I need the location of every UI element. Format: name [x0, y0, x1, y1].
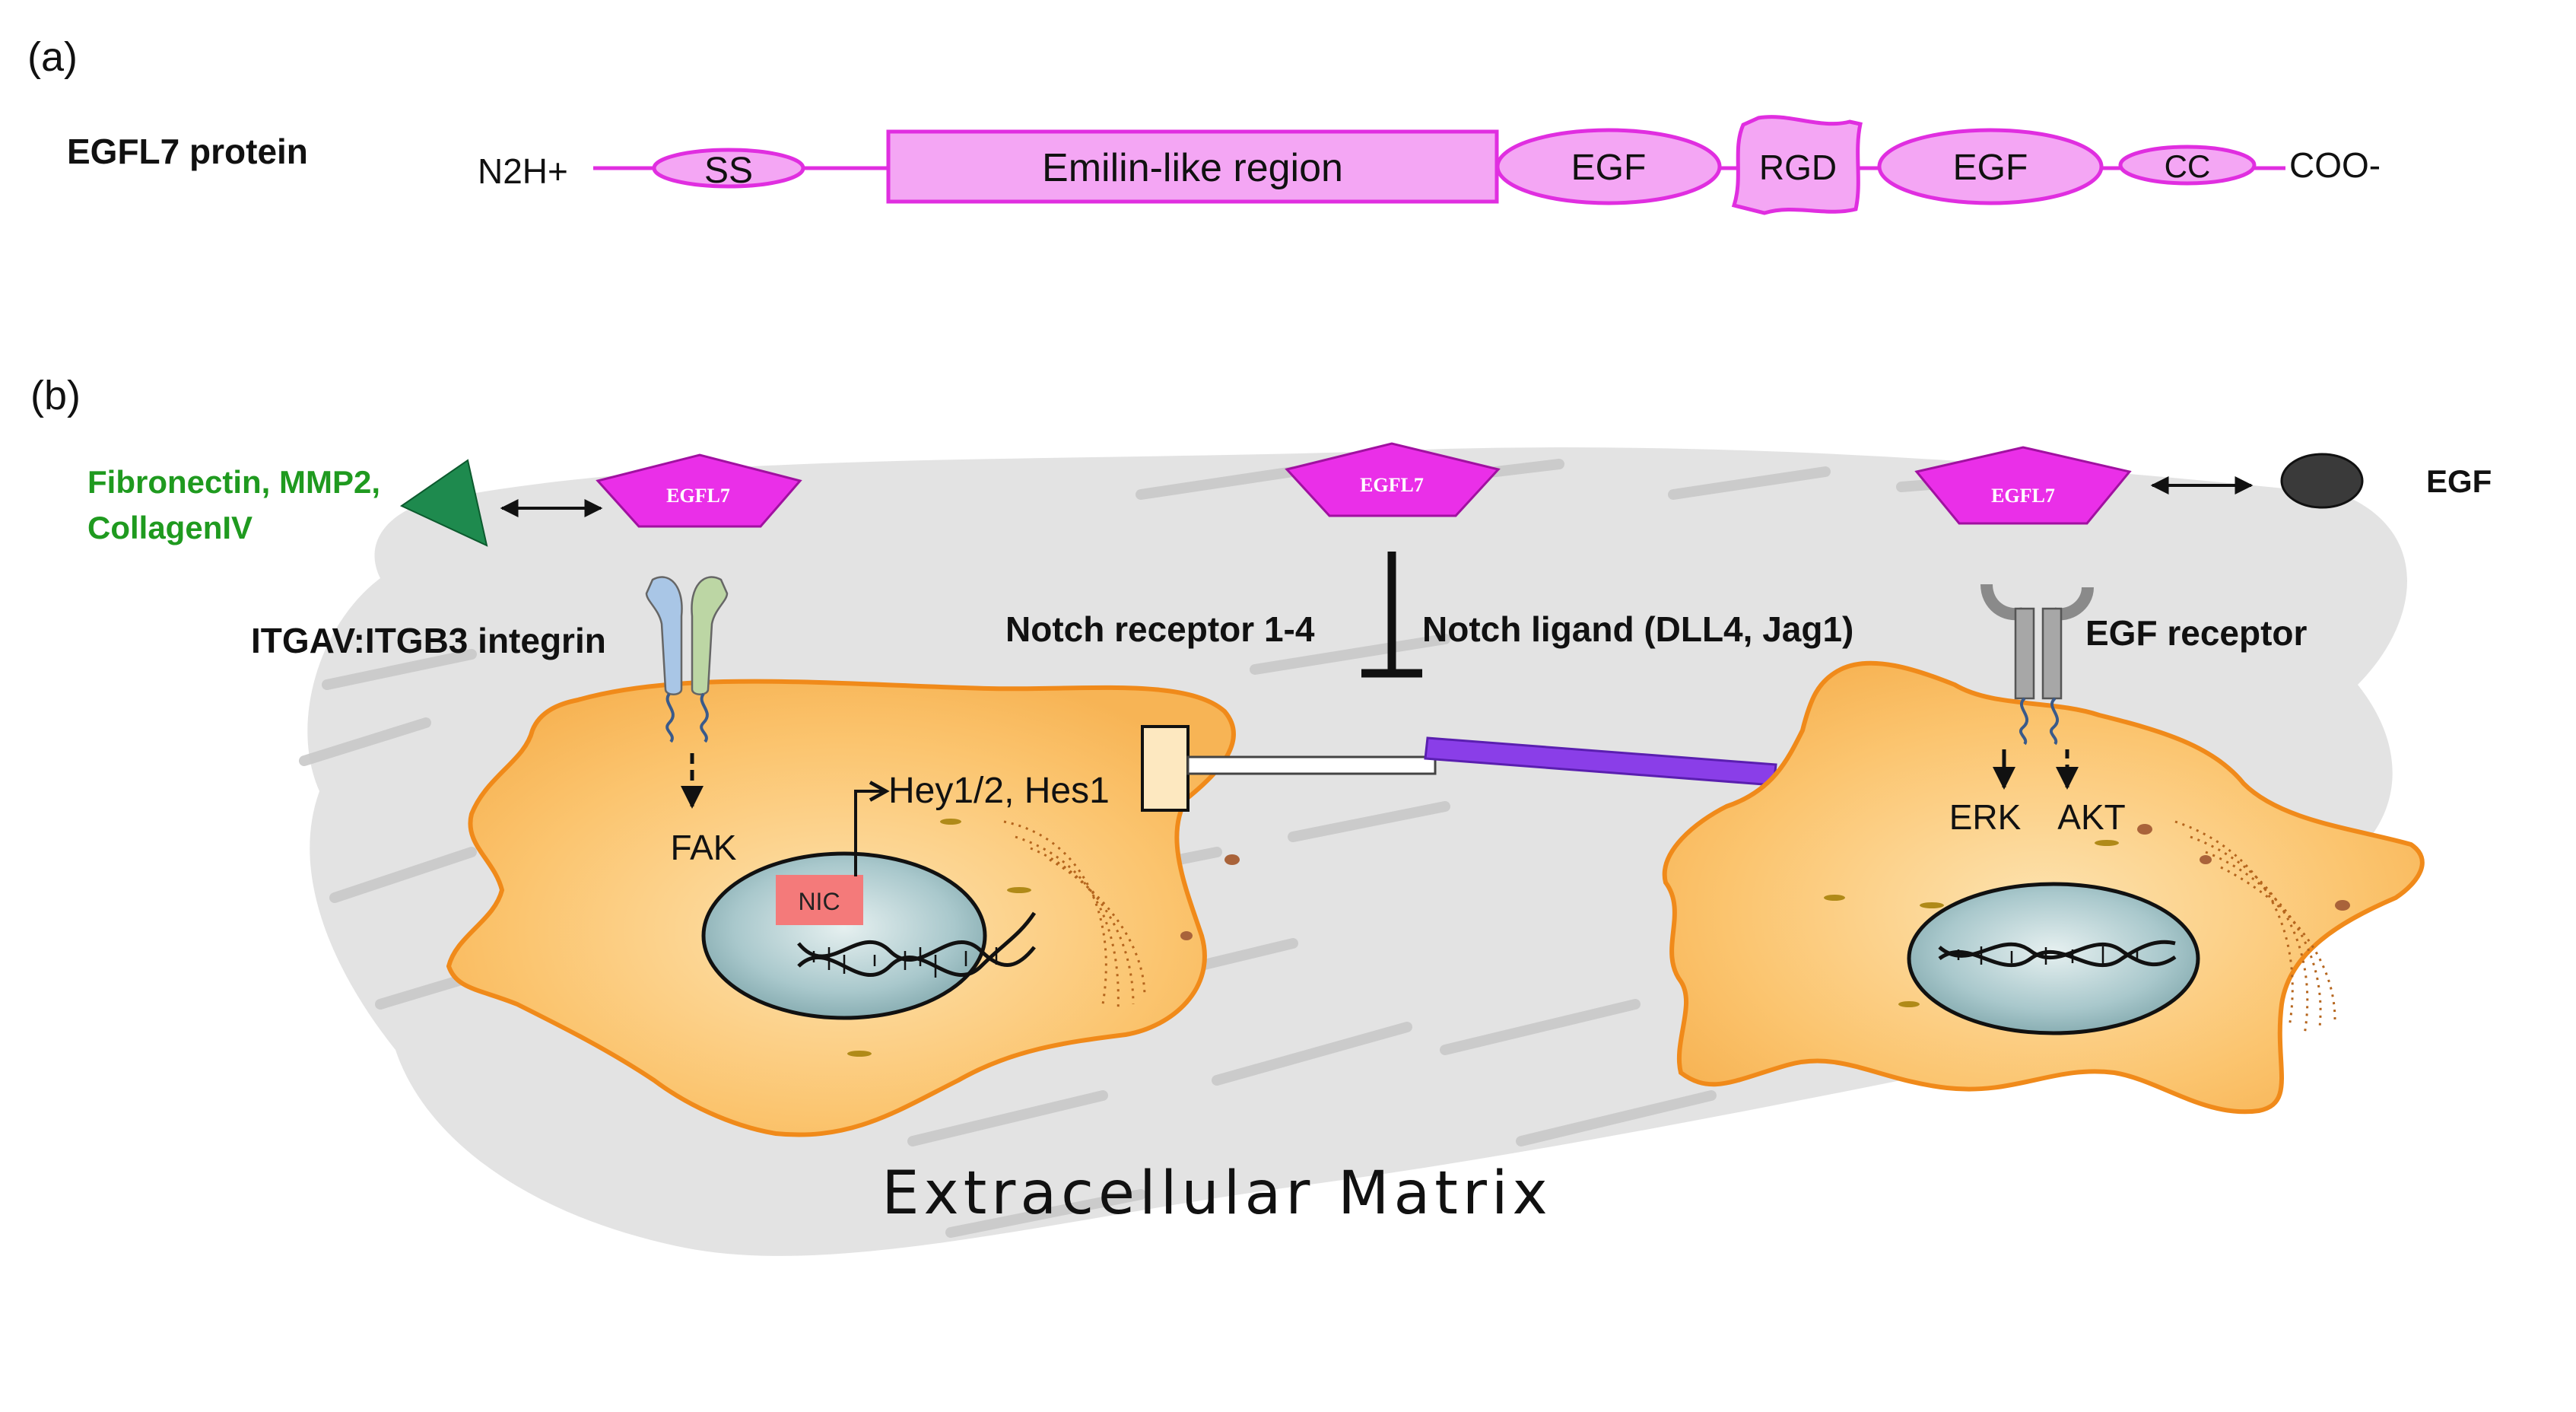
transcription-arrow [854, 791, 886, 876]
notch-receptor-box [1141, 725, 1190, 812]
egfl7-right-label: EGFL7 [1991, 485, 2055, 507]
rgd-domain [1731, 115, 1863, 215]
right-cell-organelles [1824, 824, 2350, 1007]
protein-label: EGFL7 protein [67, 132, 308, 171]
left-nucleus [701, 851, 987, 1020]
left-dna-icon [797, 911, 1037, 978]
ss-domain [652, 148, 805, 189]
ecm-partners-line2: CollagenIV [87, 510, 253, 545]
c-terminus-label: COO- [2289, 145, 2381, 185]
right-dna-icon [1938, 940, 2177, 968]
nic-label: NIC [798, 888, 840, 915]
ecm-partners-line1: Fibronectin, MMP2, [87, 464, 380, 500]
nic-box [776, 875, 863, 925]
notch-receptor-stalk [1186, 755, 1437, 775]
egfl7-pentagon-center: EGFL7 [1285, 442, 1501, 517]
emilin-domain [886, 129, 1499, 204]
egf-ligand-ball [2280, 453, 2364, 509]
ecm-partner-triangle [399, 459, 488, 547]
egf-domain-1-label: EGF [1571, 148, 1647, 188]
ss-domain-label: SS [704, 151, 753, 191]
n-terminus-label: N2H+ [478, 151, 568, 191]
cc-domain [2118, 145, 2257, 186]
egfl7-pentagon-right: EGFL7 [1914, 446, 2132, 525]
right-cell-er [2174, 820, 2336, 1035]
integrin-icon [645, 576, 729, 743]
left-cell-organelles [847, 819, 1240, 1057]
erk-label: ERK [1949, 797, 2022, 837]
cc-domain-label: CC [2165, 148, 2211, 184]
emilin-domain-label: Emilin-like region [1042, 146, 1343, 190]
egf-receptor-icon [1980, 584, 2094, 746]
notch-ligand-label: Notch ligand (DLL4, Jag1) [1422, 609, 1853, 649]
egf-receptor-label: EGF receptor [2085, 613, 2308, 653]
egf-domain-2-label: EGF [1953, 148, 2028, 188]
egf-domain-2 [1877, 128, 2104, 205]
rgd-domain-label: RGD [1759, 148, 1837, 187]
left-cell-er [1003, 820, 1146, 1013]
notch-receptor-label: Notch receptor 1-4 [1005, 609, 1315, 649]
panel-a-label: (a) [27, 34, 78, 80]
egfl7-pentagon-left: EGFL7 [596, 453, 802, 528]
egf-label: EGF [2426, 463, 2492, 499]
panel-b-label: (b) [30, 373, 81, 418]
akt-label: AKT [2057, 797, 2125, 837]
egf-domain-1 [1495, 128, 1722, 205]
egfl7-center-label: EGFL7 [1360, 474, 1424, 496]
notch-targets-label: Hey1/2, Hes1 [888, 771, 1110, 811]
extracellular-matrix-label: Extracellular Matrix [881, 1159, 1552, 1228]
fak-label: FAK [671, 828, 737, 867]
integrin-label: ITGAV:ITGB3 integrin [251, 621, 606, 660]
egfl7-left-label: EGFL7 [666, 485, 730, 507]
